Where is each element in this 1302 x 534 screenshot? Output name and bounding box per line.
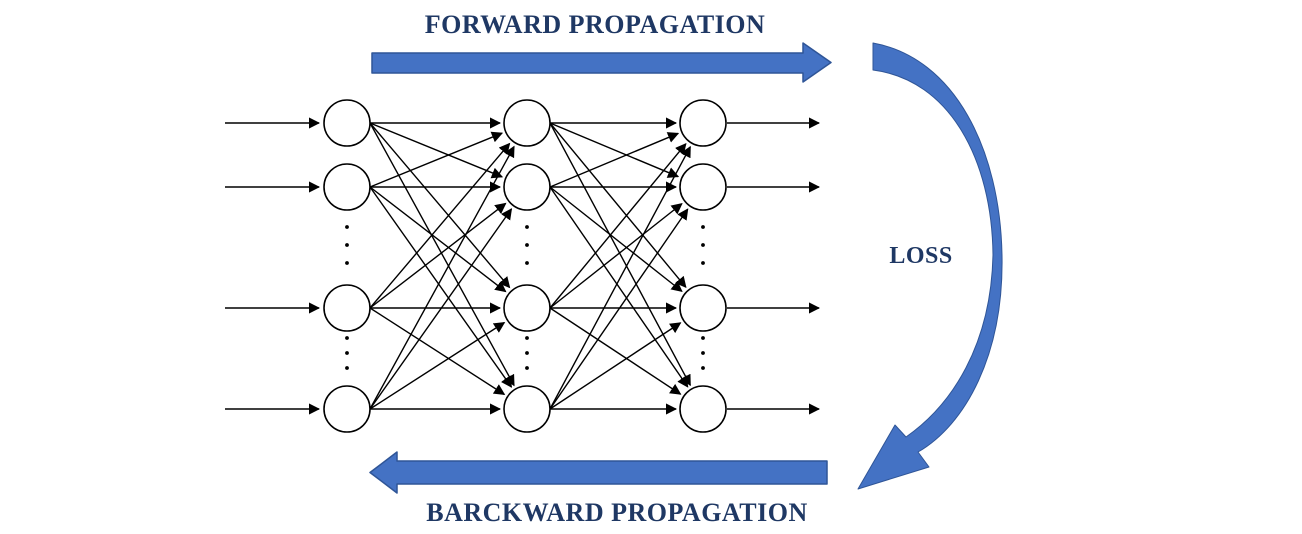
- connection-edge: [369, 122, 515, 387]
- connection-edge: [549, 122, 691, 387]
- connection-edge: [549, 208, 689, 410]
- ellipsis-dot: [525, 351, 529, 355]
- connection-edge: [369, 208, 513, 410]
- loss-label: LOSS: [889, 243, 953, 269]
- ellipsis-dot: [345, 351, 349, 355]
- ellipsis-dot: [701, 366, 705, 370]
- connection-edge: [369, 122, 504, 179]
- ellipsis-dot: [345, 366, 349, 370]
- backward-propagation-label: BARCKWARD PROPAGATION: [426, 498, 808, 527]
- connection-edge: [369, 145, 515, 410]
- ellipsis-dot: [345, 225, 349, 229]
- node-circle: [503, 163, 551, 211]
- connection-edge: [549, 186, 689, 388]
- connection-edge: [369, 202, 507, 309]
- connection-edge: [549, 322, 682, 410]
- loss-curved-arrow: [857, 42, 1003, 490]
- ellipsis-dot: [701, 261, 705, 265]
- ellipsis-dot: [345, 261, 349, 265]
- forward-propagation-label: FORWARD PROPAGATION: [424, 10, 766, 39]
- node-circle: [679, 99, 727, 147]
- node-circle: [503, 99, 551, 147]
- node-circle: [323, 385, 371, 433]
- connection-edge: [369, 186, 513, 388]
- backward-propagation-arrow: [369, 451, 828, 494]
- ellipsis-dot: [525, 336, 529, 340]
- connection-edge: [549, 145, 691, 410]
- ellipsis-dot: [525, 243, 529, 247]
- connection-edge: [549, 132, 680, 188]
- forward-propagation-arrow: [371, 42, 832, 83]
- ellipsis-dot: [701, 351, 705, 355]
- connection-edge: [549, 186, 683, 292]
- node-circle: [323, 163, 371, 211]
- connection-edge: [369, 307, 506, 395]
- ellipsis-dot: [345, 243, 349, 247]
- ellipsis-dot: [701, 225, 705, 229]
- connection-edge: [369, 322, 506, 410]
- ellipsis-dot: [525, 261, 529, 265]
- node-circle: [679, 284, 727, 332]
- ellipsis-dot: [701, 336, 705, 340]
- ellipsis-dot: [345, 336, 349, 340]
- connection-edge: [549, 142, 687, 309]
- connection-edge: [369, 122, 511, 289]
- ellipsis-dot: [525, 225, 529, 229]
- ellipsis-dot: [525, 366, 529, 370]
- connection-edge: [369, 131, 504, 188]
- connection-edge: [369, 186, 507, 293]
- node-circle: [503, 284, 551, 332]
- node-circle: [679, 163, 727, 211]
- connection-edge: [549, 203, 683, 309]
- node-circle: [679, 385, 727, 433]
- node-circle: [323, 284, 371, 332]
- ellipsis-dot: [701, 243, 705, 247]
- connection-edge: [549, 122, 687, 289]
- connection-edge: [369, 142, 511, 309]
- connection-edge: [549, 307, 682, 395]
- connection-edge: [549, 122, 680, 178]
- node-circle: [503, 385, 551, 433]
- neural-network: [225, 99, 821, 433]
- node-circle: [323, 99, 371, 147]
